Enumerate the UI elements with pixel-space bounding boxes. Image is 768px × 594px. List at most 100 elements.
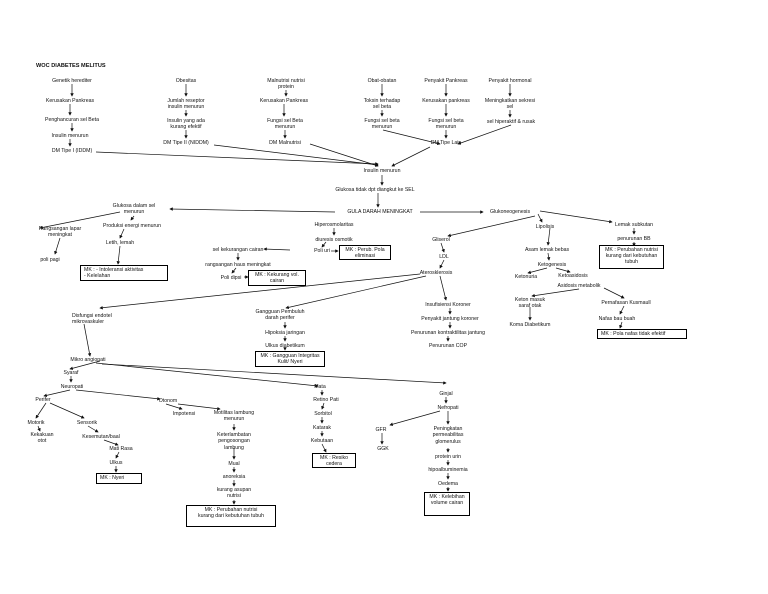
- connector-arrow: [69, 360, 101, 370]
- node-keterlambatan: Keterlambatan pengosongan lambung: [217, 432, 251, 451]
- node-kerusakan-pankreas-1: Kerusakan Pankreas: [45, 98, 95, 104]
- connector-arrow: [531, 288, 580, 298]
- connector-arrow: [603, 287, 625, 299]
- node-letih-lemah: Letih, lemah: [105, 240, 135, 246]
- mk-cairan-box: MK : Kekurang vol. cairan: [248, 270, 306, 286]
- node-glukoneogenesis: Glukoneogenesis: [489, 209, 531, 215]
- node-rangsangan-lapar: Rangsangan lapar meningkat: [38, 226, 82, 239]
- node-penghancuran: Penghancuran sel Beta: [45, 117, 99, 123]
- node-gangguan-perifer: Gangguan Pembuluh darah perifer: [255, 309, 305, 322]
- node-disfungsi-endotel: Disfungsi endotel mikrovaskuler: [72, 313, 112, 326]
- node-ulkus: Ulkus: [109, 460, 123, 466]
- node-obat-obatan: Obat-obatan: [367, 78, 397, 84]
- connector-arrow: [309, 143, 379, 167]
- node-katarak: Katarak: [313, 425, 331, 431]
- node-penyakit-hormonal: Penyakit hormonal: [488, 78, 532, 84]
- node-rangsangan-haus: rangsangan haus meningkat: [205, 262, 271, 268]
- node-mata: Mata: [314, 384, 326, 390]
- node-dm-tipe-1: DM Tipe I (IDDM): [51, 148, 93, 154]
- node-insulin-kurang-efektif: Insulin yang ada kurang efektif: [167, 118, 205, 131]
- node-jumlah-reseptor: Jumlah reseptor insulin menurun: [167, 98, 205, 111]
- mk-cedera-box: MK : Resiko cedera: [312, 453, 356, 468]
- node-ggk: GGK: [377, 446, 389, 452]
- node-hipoksia-jaringan: Hipoksia jaringan: [265, 330, 305, 336]
- mk-nyeri-box: MK : Nyeri: [96, 473, 142, 484]
- connector-arrow: [165, 403, 183, 410]
- connector-arrow: [619, 305, 625, 315]
- node-ketonuria: Ketonuria: [514, 274, 538, 280]
- node-fungsi-beta-2: Fungsi sel beta menurun: [364, 118, 400, 131]
- connector-arrow: [285, 275, 427, 310]
- mk-volume-box: MK : Kelebihan volume cairan: [424, 492, 470, 516]
- node-kurang-asupan: kurang asupan nutrisi: [216, 487, 252, 500]
- node-sorbitol: Sorbitol: [314, 411, 332, 417]
- mk-nutrisi-2-box: MK : Perubahan nutrisi kurang dari kebut…: [186, 505, 276, 527]
- connector-arrow: [321, 241, 327, 248]
- node-protein-urin: protein urin: [435, 454, 461, 460]
- connector-arrow: [43, 389, 71, 398]
- node-gfr: GFR: [375, 427, 387, 433]
- node-glukosa-tidak-diangkut: Glukosa tidak dpt diangkut ke SEL: [335, 187, 415, 193]
- connector-arrow: [457, 124, 512, 145]
- connector-arrow: [391, 146, 431, 167]
- node-pernafasan-kusmaull: Pernafasan Kusmaull: [601, 300, 651, 306]
- connector-arrow: [37, 425, 41, 432]
- node-motorik: Motorik: [27, 420, 45, 426]
- node-ldl: LDL: [439, 254, 449, 260]
- node-asam-lemak-bebas: Asam lemak bebas: [524, 247, 570, 253]
- node-genetik: Genetik herediter: [52, 78, 92, 84]
- node-mual: Mual: [228, 461, 240, 467]
- node-sel-hiperaktif: sel hiperaktif & rusak: [486, 119, 536, 125]
- connector-arrow: [263, 247, 291, 251]
- node-poli-dipsi: Poli dipsi: [220, 275, 242, 281]
- node-lipolisis: Lipolisis: [535, 224, 555, 230]
- node-kerusakan-pankreas-2: Kerusakan Pankreas: [259, 98, 309, 104]
- connector-arrow: [116, 245, 121, 265]
- node-koma-diabetikum: Koma Diabetikum: [509, 322, 551, 328]
- connector-arrow: [231, 267, 237, 274]
- connector-arrow: [382, 129, 441, 146]
- node-nafas-bau-buah: Nafas bau buah: [598, 316, 636, 322]
- node-peningkatan-permeabilitas: Peningkatan permeabilitas glomerulus: [432, 426, 464, 445]
- connector-arrow: [115, 451, 120, 459]
- node-fungsi-beta-3: Fungsi sel beta menurun: [428, 118, 464, 131]
- node-kesemutan-baal: Kesemutan/baal: [82, 434, 120, 440]
- node-gliserol: Gliserol: [432, 237, 450, 243]
- node-ginjal: Ginjal: [439, 391, 453, 397]
- node-ulkus-diabetikum: Ulkus diabetikum: [265, 343, 305, 349]
- node-kekakuan-otot: Kekakuan otot: [30, 432, 54, 445]
- node-otonom: Otonom: [158, 398, 178, 404]
- node-lemak-subkutan: Lemak subkutan: [614, 222, 654, 228]
- node-penyakit-jantung: Penyakit jantung koroner: [421, 316, 479, 322]
- node-ketoasidosis: Ketoasidosis: [558, 273, 588, 279]
- node-insulin-menurun: Insulin menurun: [363, 168, 401, 174]
- node-hiperosmolaritas: Hiperosmolaritas: [314, 222, 354, 228]
- node-keton-masuk-otak: Keton masuk saraf otak: [514, 297, 546, 310]
- node-diuresis-osmotik: diuresis osmotik: [315, 237, 353, 243]
- node-neuropati: Neuropati: [60, 384, 84, 390]
- connector-arrow: [101, 363, 447, 385]
- node-penurunan-bb: penurunan BB: [617, 236, 651, 242]
- connector-arrow: [95, 362, 319, 388]
- node-insulin-menurun-1: Insulin menurun: [51, 133, 89, 139]
- mk-eliminasi-box: MK : Perub. Pola eliminasi: [339, 245, 391, 260]
- connector-arrow: [527, 267, 548, 274]
- node-malnutrisi: Malnutrisi nutrisi protein: [267, 78, 305, 91]
- connector-arrow: [87, 425, 99, 433]
- node-fungsi-beta-1: Fungsi sel Beta menurun: [267, 118, 303, 131]
- mk-nutrisi-box: MK : Perubahan nutrisi kurang dari kebut…: [599, 245, 664, 269]
- node-mikro-angiopati: Mikro angiopati: [70, 357, 106, 363]
- node-oedema: Oedema: [438, 481, 458, 487]
- node-penurunan-kontraktilitas: Penurunan kontraktilitas jantung: [410, 330, 486, 336]
- node-penyakit-pankreas: Penyakit Pankreas: [424, 78, 468, 84]
- node-dm-malnutrisi: DM Malnutrisi: [269, 140, 301, 146]
- mk-pola-nafas-box: MK : Pola nafas tidak efektif: [597, 329, 687, 339]
- connector-arrow: [99, 273, 421, 310]
- node-impotensi: Impotensi: [172, 411, 196, 417]
- connector-arrow: [619, 321, 623, 329]
- node-hipoalbuminemia: hipoalbuminemia: [428, 467, 468, 473]
- node-syaraf: Syaraf: [63, 370, 79, 376]
- node-motilitas-lambung: Motilitas lambung menurun: [213, 410, 255, 423]
- node-nefropati: Nefropati: [437, 405, 459, 411]
